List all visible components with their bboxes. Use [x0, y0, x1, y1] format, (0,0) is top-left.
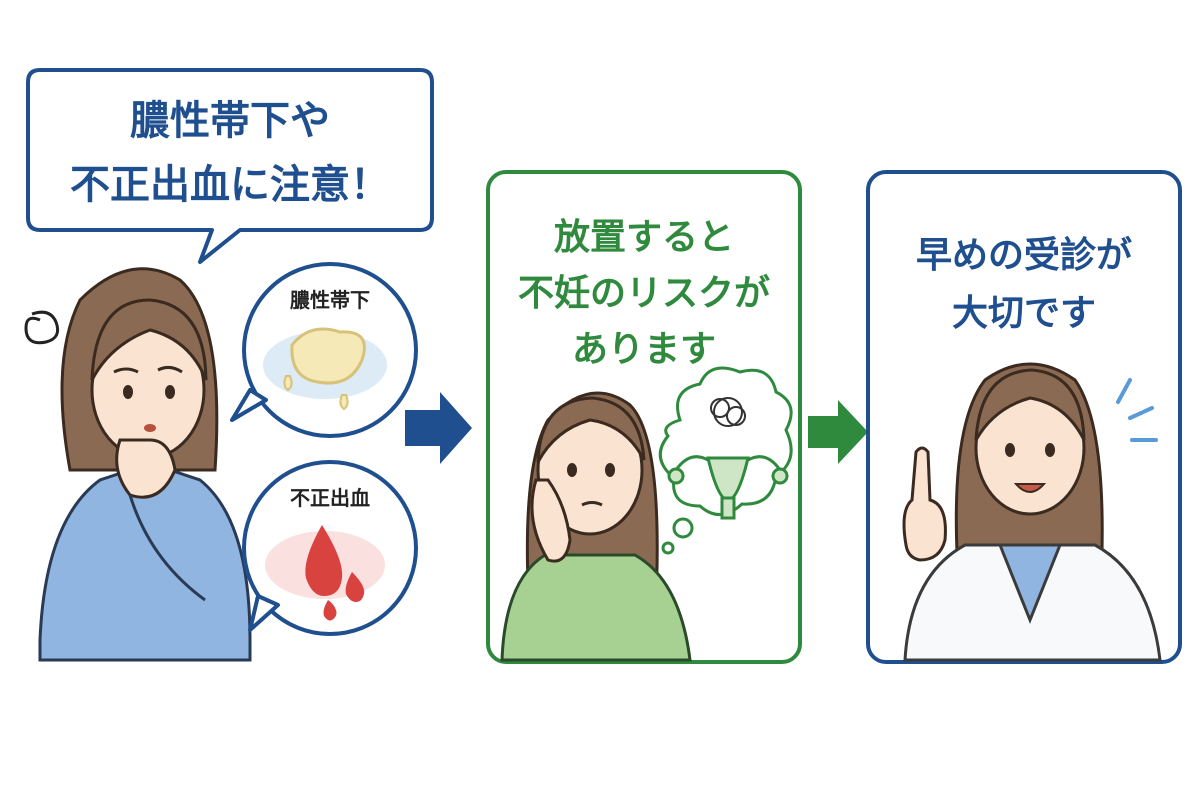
- green-panel-line-3: あります: [571, 329, 716, 370]
- speech-bubble-line-2: 不正出血に注意！: [70, 162, 390, 208]
- worried-woman-figure: [24, 267, 252, 662]
- blue-panel-line-1: 早めの受診が: [915, 235, 1132, 276]
- symptom-label-1: 膿性帯下: [290, 288, 370, 312]
- arrow-right-icon: [808, 400, 868, 464]
- speech-bubble-line-1: 膿性帯下や: [130, 98, 330, 144]
- green-panel-line-2: 不妊のリスクが: [517, 273, 770, 314]
- arrow-right-icon: [405, 392, 472, 464]
- green-panel-line-1: 放置すると: [553, 217, 734, 258]
- symptom-label-2: 不正出血: [290, 486, 370, 510]
- symptom-bubble-1: [230, 262, 418, 438]
- green-panel: [486, 170, 802, 664]
- symptom-bubble-2: [242, 460, 418, 636]
- speech-bubble: [26, 68, 434, 264]
- blue-panel: [866, 170, 1182, 664]
- blue-panel-line-2: 大切です: [951, 293, 1096, 334]
